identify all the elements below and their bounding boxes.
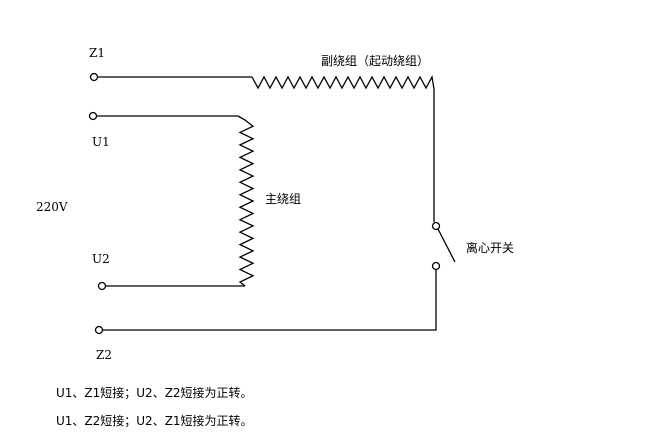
switch-contact-bottom — [431, 261, 441, 271]
label-z1: Z1 — [89, 46, 105, 60]
note-reverse: U1、Z2短接；U2、Z1短接为正转。 — [56, 414, 253, 428]
terminal-u2 — [97, 281, 107, 291]
label-aux-winding: 副绕组（起动绕组） — [321, 54, 430, 68]
switch-blade — [437, 228, 456, 263]
note-forward: U1、Z1短接；U2、Z2短接为正转。 — [56, 386, 253, 400]
switch-contact-top — [431, 221, 441, 231]
label-main-winding: 主绕组 — [265, 192, 302, 206]
label-centrifugal-switch: 离心开关 — [466, 241, 515, 255]
label-u1: U1 — [92, 135, 110, 149]
terminal-u1 — [88, 111, 98, 121]
main-winding-coil — [237, 115, 255, 287]
z2-wire — [103, 270, 437, 331]
label-z2: Z2 — [96, 348, 112, 362]
terminal-z1 — [89, 72, 99, 82]
label-u2: U2 — [92, 252, 110, 266]
terminal-z2 — [94, 325, 104, 335]
aux-winding-coil — [251, 75, 435, 90]
label-voltage: 220V — [36, 200, 68, 214]
